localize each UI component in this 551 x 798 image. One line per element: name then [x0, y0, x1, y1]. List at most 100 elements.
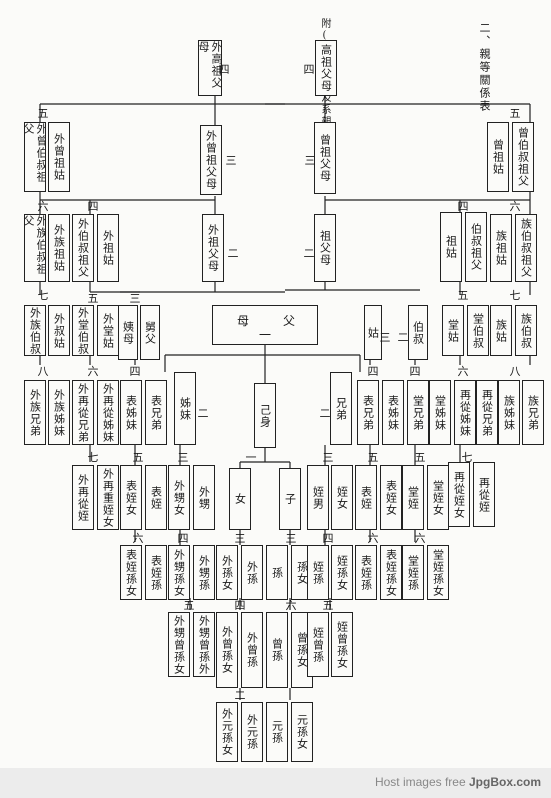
- degree-label: 三: [322, 451, 334, 464]
- degree-label: 八: [37, 365, 49, 378]
- degree-label: 三: [177, 451, 189, 464]
- chart-caption: 附(一)血親及系親之親等圖: [319, 18, 330, 176]
- degree-label: 七: [87, 451, 99, 464]
- node-tang-gn2: 堂姪孫女: [427, 545, 449, 600]
- degree-label: 五: [183, 599, 195, 612]
- node-mat-second-cousin-s: 外再從姊妹: [97, 380, 119, 445]
- node-cousin-nephew-m1: 表姪女: [120, 465, 142, 530]
- node-ggson: 曾孫: [266, 612, 288, 688]
- degree-label: 一: [245, 451, 257, 464]
- node-d-son: 外孫女: [216, 545, 238, 600]
- node-sister-ggs2: 外甥曾孫外: [193, 612, 215, 677]
- node-self: 己身: [254, 383, 276, 448]
- degree-label: 三: [234, 532, 246, 545]
- node-pat-clan-gaunt: 族祖姑: [490, 214, 512, 282]
- node-cousin-gn-m1: 表姪孫女: [120, 545, 142, 600]
- degree-label: 四: [234, 599, 246, 612]
- degree-label: 四: [218, 63, 230, 76]
- node-pat-grandaunt: 祖姑: [440, 212, 462, 282]
- degree-label: 五: [367, 451, 379, 464]
- degree-label: 二: [303, 247, 315, 260]
- degree-label: 二: [234, 689, 246, 702]
- node-pat-clan-gu: 族伯叔祖父: [515, 214, 537, 282]
- node-second-cousin-bro: 再從兄弟: [476, 380, 498, 445]
- node-mat-second-cousin-b: 外再從兄弟: [72, 380, 94, 445]
- node-cousin-sis-pat: 表姊妹: [382, 380, 404, 445]
- degree-label: 二: [319, 407, 331, 420]
- node-nephew-m: 姪男: [307, 465, 329, 530]
- node-sister-ggs1: 外甥曾孫女: [168, 612, 190, 677]
- node-d-gson2: 外曾孫: [241, 612, 263, 688]
- node-cousin-bro-pat: 表兄弟: [357, 380, 379, 445]
- father-label: 父: [283, 314, 296, 328]
- node-mat-aunt2: 外叔姑: [48, 305, 70, 356]
- section-title: 二、親等關係表: [478, 22, 491, 113]
- node-cousin-gn-p1: 表姪孫: [355, 545, 377, 600]
- node-tang-sis: 堂姊妹: [429, 380, 451, 445]
- node-cousin-bro-mat: 表兄弟: [145, 380, 167, 445]
- degree-label: 五: [457, 289, 469, 302]
- node-second-cousin-sis: 再從姊妹: [454, 380, 476, 445]
- degree-label: 五: [322, 599, 334, 612]
- node-gggdaughter: 元孫女: [291, 702, 313, 762]
- node-son: 子: [279, 468, 301, 530]
- node-nephew-gs: 姪孫: [307, 545, 329, 600]
- node-mat-great-uncle: 外伯叔祖父: [72, 214, 94, 282]
- degree-label: 七: [37, 289, 49, 302]
- degree-label: 四: [322, 532, 334, 545]
- degree-label: 六: [457, 365, 469, 378]
- degree-label: 三: [285, 532, 297, 545]
- node-pat-aunt: 姑: [364, 305, 382, 360]
- degree-label: 三: [379, 331, 391, 344]
- degree-label: 三: [225, 154, 237, 167]
- degree-label: 二: [197, 407, 209, 420]
- node-nephew-gd: 姪孫女: [331, 545, 353, 600]
- degree-label: 三: [129, 292, 141, 305]
- degree-label: 四: [177, 532, 189, 545]
- node-maternal-uncle: 舅父: [140, 305, 160, 360]
- node-d-ggson2: 外元孫: [241, 702, 263, 762]
- node-mat-second-nephew: 外再從姪: [72, 465, 94, 530]
- node-d-ggson1: 外元孫女: [216, 702, 238, 762]
- node-niece: 姪女: [331, 465, 353, 530]
- node-pat-gu: 曾伯叔祖父: [512, 122, 534, 192]
- node-sister-gs1: 外甥孫女: [168, 545, 190, 600]
- degree-label: 五: [132, 451, 144, 464]
- node-sister-son2: 外甥: [193, 465, 215, 530]
- degree-label: 七: [461, 451, 473, 464]
- node-mat-cousin-uncle: 外堂伯叔: [72, 305, 94, 356]
- node-pat-great-uncle: 伯叔祖父: [465, 212, 487, 282]
- degree-label: 六: [414, 532, 426, 545]
- degree-label: 四: [457, 200, 469, 213]
- node-mat-cousin-aunt: 外堂姑: [97, 305, 119, 356]
- degree-label: 七: [509, 289, 521, 302]
- degree-label: 五: [87, 292, 99, 305]
- degree-label: 二: [227, 247, 239, 260]
- node-mat-ggf: 外高祖父母: [198, 40, 222, 96]
- node-mat-gf-c: 外曾祖父母: [200, 125, 222, 195]
- node-grandson: 孫: [266, 545, 288, 600]
- node-cousin-nephew-p2: 表姪女: [380, 465, 402, 530]
- node-cousin-nephew-p1: 表姪: [355, 465, 377, 530]
- footer-credit[interactable]: Host images free JpgBox.com: [375, 775, 541, 789]
- node-mat-clan-gaunt: 外族祖姑: [48, 214, 70, 282]
- node-clan-uncle: 族伯叔: [515, 305, 537, 356]
- degree-label: 三: [304, 154, 316, 167]
- node-sister: 姊妹: [174, 372, 196, 445]
- node-gggson: 元孫: [266, 702, 288, 762]
- degree-label: 五: [37, 107, 49, 120]
- degree-label: 六: [87, 365, 99, 378]
- degree-label: 五: [414, 451, 426, 464]
- node-d-gson1: 外曾孫女: [216, 612, 238, 688]
- node-nephew-ggs: 姪曾孫: [307, 612, 329, 677]
- node-cousin-aunt: 堂姑: [442, 305, 464, 356]
- degree-label: 六: [367, 532, 379, 545]
- node-pat-ggf: 高祖父母: [315, 40, 337, 96]
- node-cousin-gn-p2: 表姪孫女: [380, 545, 402, 600]
- node-pat-uncle: 伯叔: [408, 305, 428, 360]
- parents-box: 母 父 一: [212, 305, 318, 345]
- node-mat-clan-sis: 外族姊妹: [48, 380, 70, 445]
- node-tang-bro: 堂兄弟: [407, 380, 429, 445]
- node-cousin-sis-mat: 表姊妹: [120, 380, 142, 445]
- node-pat-ggaunt: 曾祖姑: [487, 122, 509, 192]
